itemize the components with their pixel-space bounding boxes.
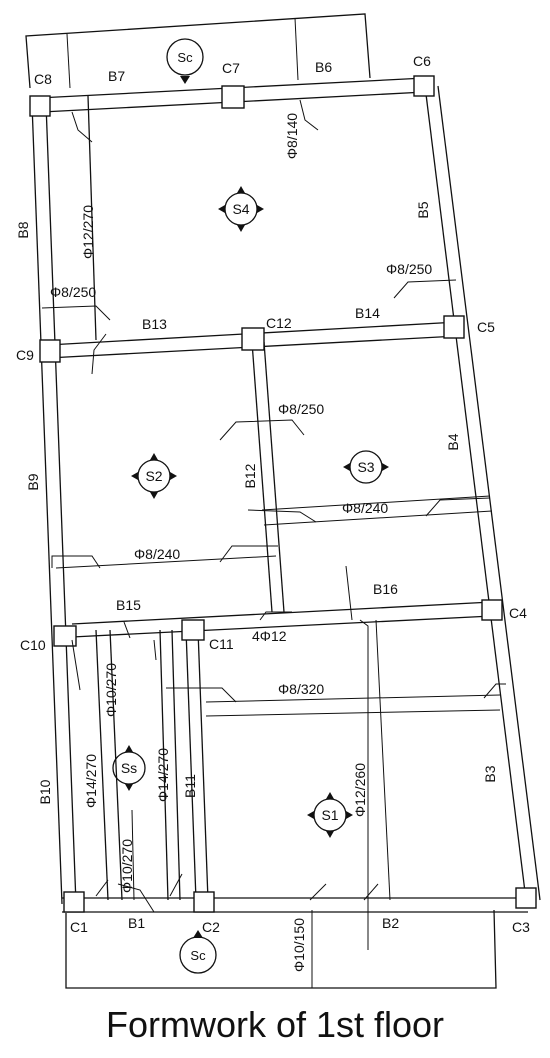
column-labels: C8 C7 C6 C9 C12 C5 C10 C11 C4 C1 C2 C3 bbox=[16, 53, 530, 935]
column-label: C2 bbox=[202, 919, 220, 935]
top-cantilever bbox=[25, 13, 371, 89]
rebar-label: Φ10/270 bbox=[103, 663, 119, 717]
rebar-label: Φ14/270 bbox=[83, 754, 99, 808]
beam-label: B2 bbox=[382, 915, 399, 931]
section-mark-top: Sc bbox=[166, 38, 204, 84]
floor-plan-diagram: S4 S2 S3 Ss S1 Sc Sc C8 C7 C6 C9 C12 C5 bbox=[15, 13, 541, 989]
beam-label: B1 bbox=[128, 915, 145, 931]
interior-beams bbox=[47, 95, 501, 901]
rebar-label: Φ8/250 bbox=[386, 261, 432, 277]
section-mark-bottom: Sc bbox=[179, 930, 217, 974]
bottom-cantilever bbox=[65, 909, 497, 989]
beam-labels: B7 B6 B8 B5 B13 B14 B9 B12 B4 B15 B16 B1… bbox=[15, 59, 498, 931]
beam-label: B11 bbox=[182, 774, 198, 798]
slab-marker-s1: S1 bbox=[307, 792, 353, 838]
rebar-label: Φ12/260 bbox=[352, 763, 368, 817]
column-label: C4 bbox=[509, 605, 527, 621]
rebar-label: Φ8/240 bbox=[342, 500, 388, 516]
column-label: C12 bbox=[266, 315, 292, 331]
rebar-label: Φ8/320 bbox=[278, 681, 324, 697]
slab-label: S1 bbox=[321, 807, 338, 823]
column-label: C3 bbox=[512, 919, 530, 935]
rebar-lines bbox=[41, 99, 506, 950]
slab-marker-ss: Ss bbox=[112, 745, 146, 791]
beam-label: B13 bbox=[142, 316, 167, 332]
rebar-label: Φ14/270 bbox=[155, 748, 171, 802]
beam-label: B9 bbox=[25, 473, 41, 490]
beam-label: B10 bbox=[37, 779, 53, 804]
beam-label: B3 bbox=[482, 765, 498, 782]
slab-label: S2 bbox=[145, 468, 162, 484]
beam-label: B12 bbox=[242, 463, 258, 488]
beam-label: B4 bbox=[445, 433, 461, 450]
slab-label: Ss bbox=[121, 760, 137, 776]
slab-marker-s2: S2 bbox=[131, 453, 177, 499]
rebar-label: Φ10/150 bbox=[291, 918, 307, 972]
rebar-labels: Φ8/140 Φ12/270 Φ8/250 Φ8/250 Φ8/250 Φ8/2… bbox=[50, 113, 432, 972]
columns bbox=[29, 75, 537, 913]
rebar-label: Φ8/140 bbox=[284, 113, 300, 159]
rebar-label: Φ12/270 bbox=[80, 205, 96, 259]
column-label: C5 bbox=[477, 319, 495, 335]
section-label: Sc bbox=[177, 50, 193, 65]
beam-label: B8 bbox=[15, 221, 31, 238]
column-label: C8 bbox=[34, 71, 52, 87]
column-label: C1 bbox=[70, 919, 88, 935]
column-label: C11 bbox=[209, 636, 234, 652]
rebar-label: 4Φ12 bbox=[252, 628, 287, 644]
rebar-label: Φ10/270 bbox=[119, 839, 135, 893]
slab-label: S3 bbox=[357, 459, 374, 475]
rebar-label: Φ8/240 bbox=[134, 546, 180, 562]
beam-label: B14 bbox=[355, 305, 380, 321]
column-label: C7 bbox=[222, 60, 240, 76]
beam-label: B15 bbox=[116, 597, 141, 613]
column-label: C9 bbox=[16, 347, 34, 363]
slab-marker-s4: S4 bbox=[218, 186, 264, 232]
beam-label: B7 bbox=[108, 68, 125, 84]
rebar-label: Φ8/250 bbox=[50, 284, 96, 300]
beam-label: B16 bbox=[373, 581, 398, 597]
section-label: Sc bbox=[190, 948, 206, 963]
beam-label: B5 bbox=[415, 201, 431, 218]
column-label: C6 bbox=[413, 53, 431, 69]
diagram-caption: Formwork of 1st floor bbox=[105, 1004, 445, 1045]
beam-label: B6 bbox=[315, 59, 332, 75]
column-label: C10 bbox=[20, 637, 46, 653]
perimeter-beams bbox=[31, 77, 541, 913]
slab-label: S4 bbox=[232, 201, 249, 217]
rebar-label: Φ8/250 bbox=[278, 401, 324, 417]
slab-marker-s3: S3 bbox=[343, 450, 389, 484]
